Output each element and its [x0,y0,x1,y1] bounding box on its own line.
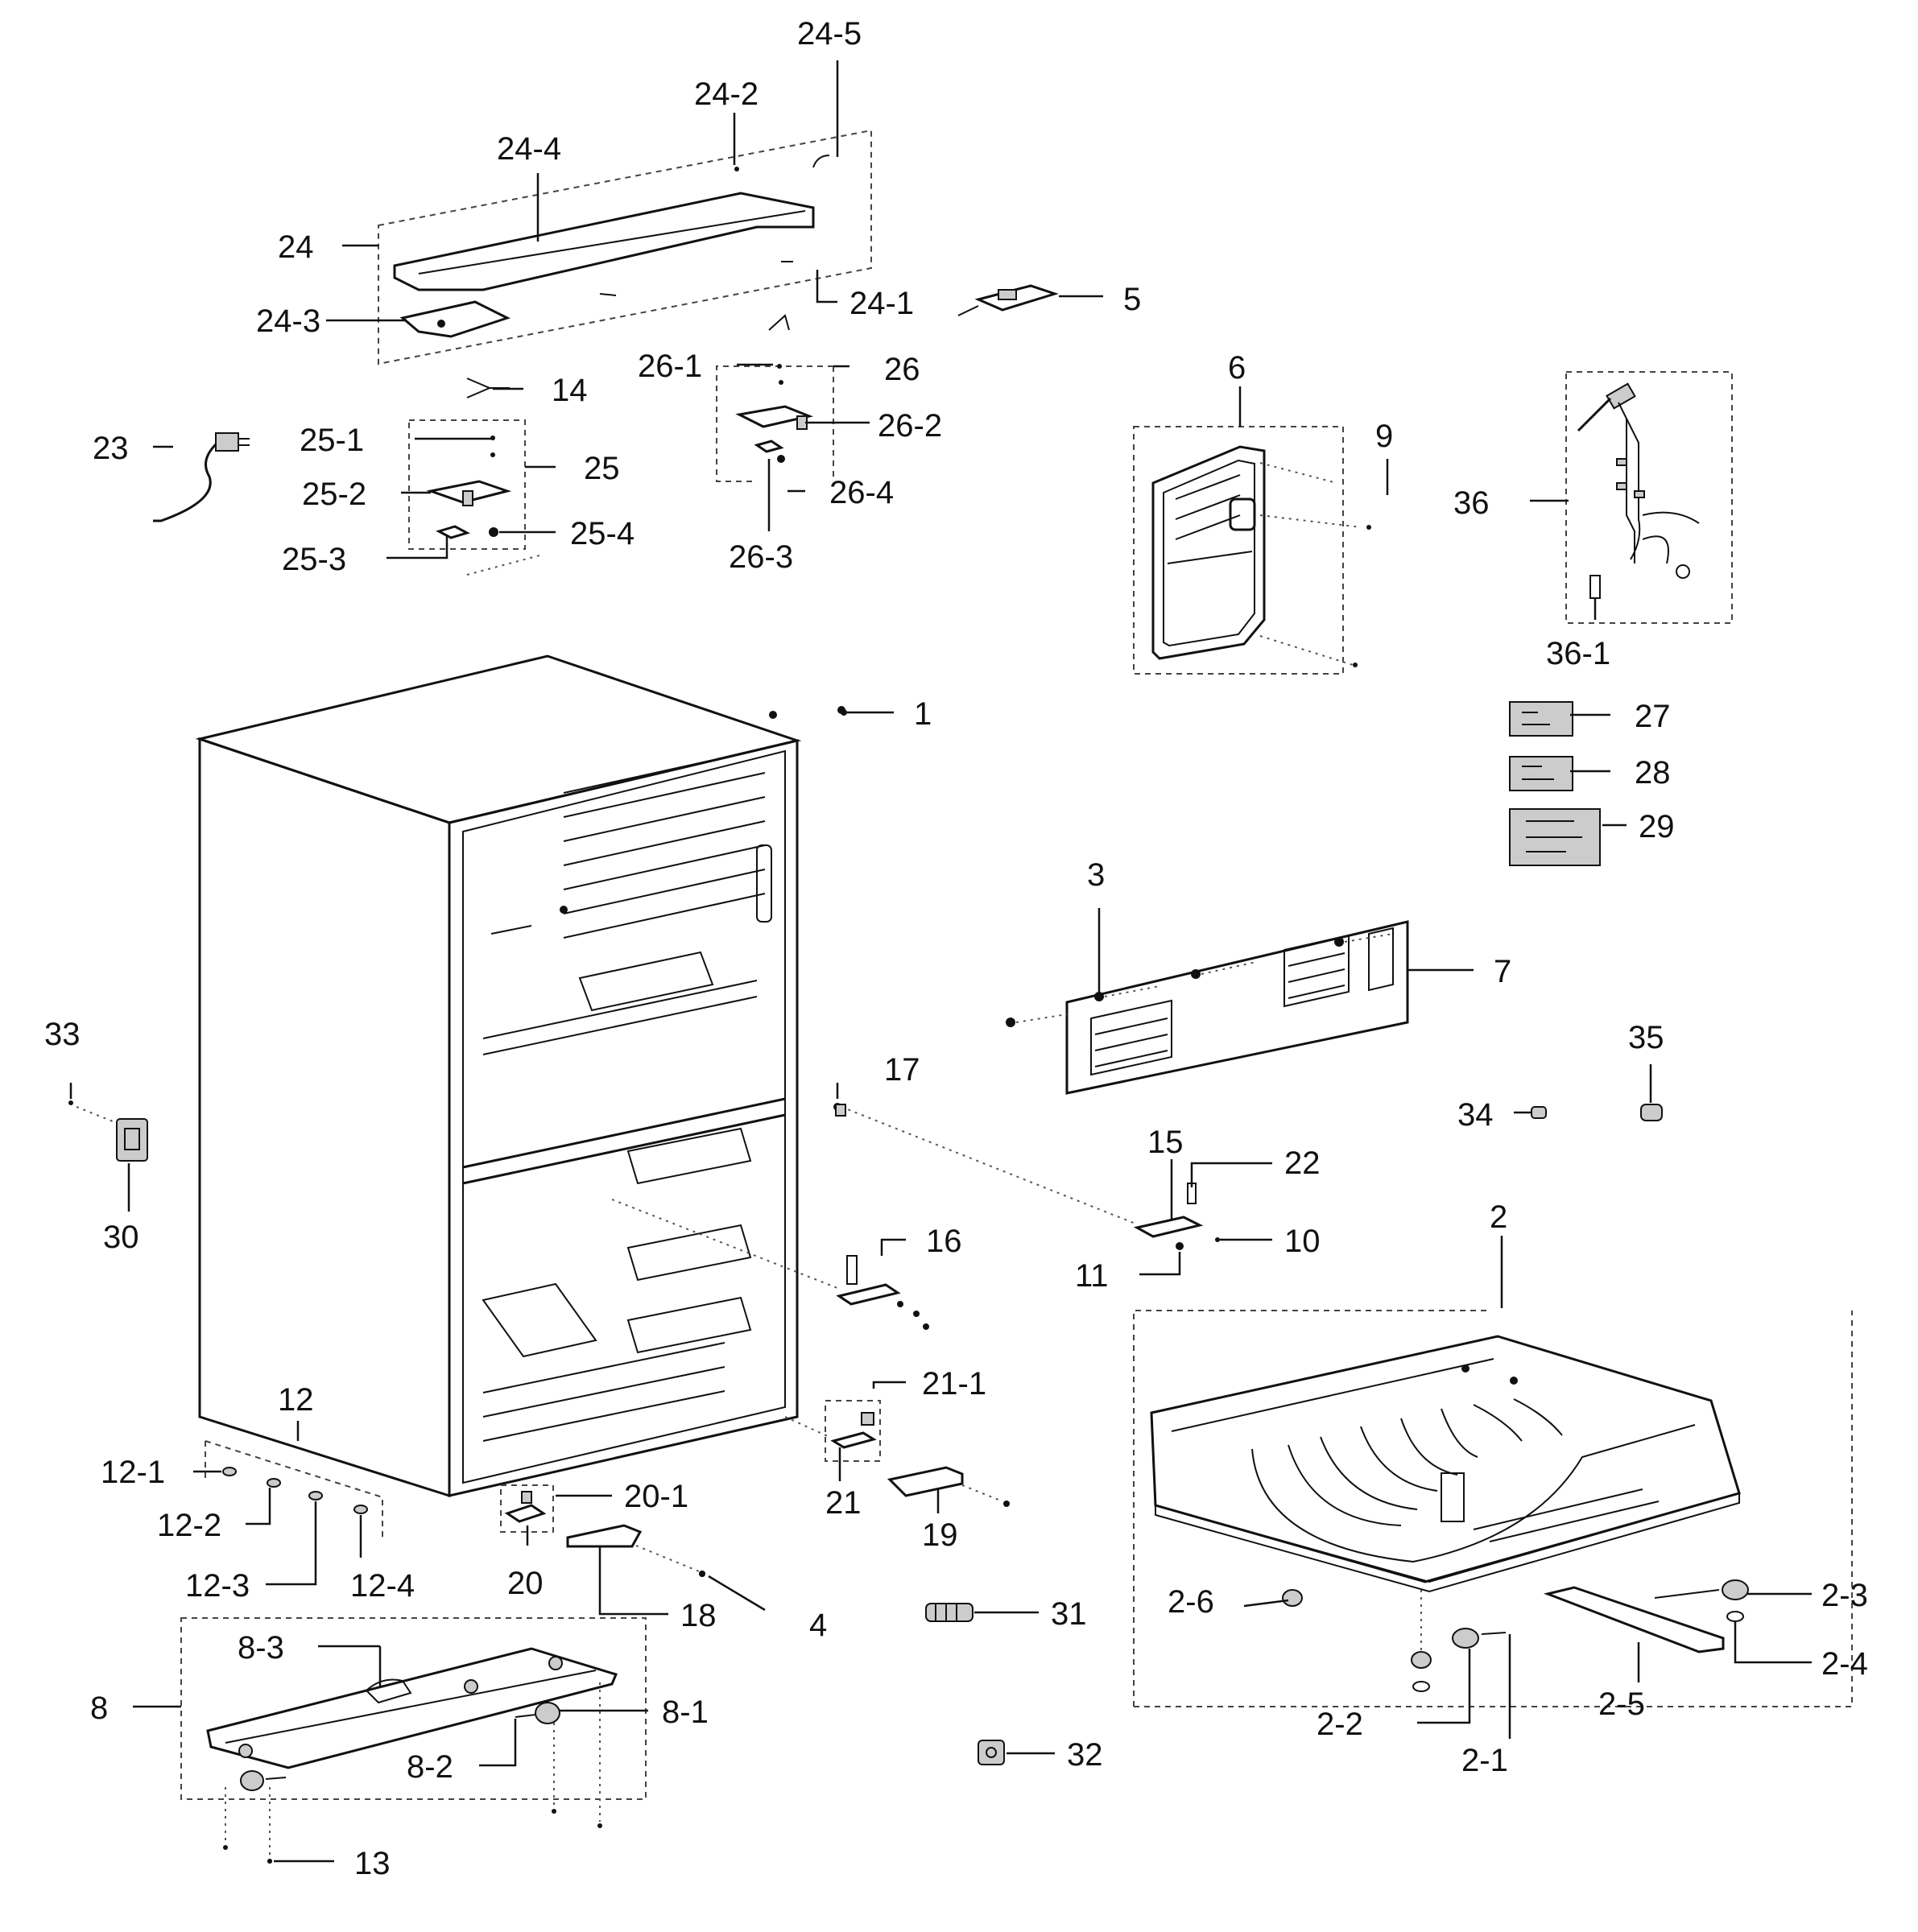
label-8: 8 [90,1690,108,1726]
label-24-2: 24-2 [694,76,759,112]
label-2-4: 2-4 [1821,1646,1868,1682]
label-24-4: 24-4 [497,131,561,167]
label-2-1: 2-1 [1461,1743,1508,1778]
rear-panel-7 [1006,920,1409,1095]
top-hinge [957,284,1059,316]
label-2-6: 2-6 [1168,1584,1214,1620]
label-12-3: 12-3 [185,1568,250,1604]
screw-13 [267,1859,272,1864]
freezer-drawer-2 [1133,1310,1853,1707]
label-10: 10 [1284,1224,1321,1259]
label-8-3: 8-3 [238,1630,284,1666]
label-2: 2 [1490,1199,1507,1235]
hinge-21 [784,1400,881,1462]
label-13: 13 [354,1846,391,1881]
label-5: 5 [1123,282,1141,317]
label-12: 12 [278,1382,314,1418]
label-22: 22 [1284,1146,1321,1181]
label-26-3: 26-3 [729,539,793,575]
label-24-1: 24-1 [849,286,914,321]
label-36-1: 36-1 [1546,636,1610,671]
label-35: 35 [1628,1020,1664,1055]
hinge-assembly-25 [408,419,540,576]
label-7: 7 [1494,954,1511,989]
label-14: 14 [552,373,588,408]
top-cover-assembly [378,129,872,365]
panel-cover-6 [1133,426,1371,675]
callout-labels: 24-5 24-2 24-4 24 24-1 24-3 5 14 26-1 26… [44,16,1868,1881]
label-26-2: 26-2 [878,408,942,444]
label-2-3: 2-3 [1821,1578,1868,1613]
label-27: 27 [1635,699,1671,734]
label-36: 36 [1453,485,1490,521]
label-26: 26 [884,352,920,387]
label-18: 18 [680,1598,717,1633]
power-cord [153,432,250,522]
label-8-1: 8-1 [662,1695,709,1730]
label-15: 15 [1147,1125,1184,1160]
label-31: 31 [1051,1596,1087,1632]
hinge-16 [611,1199,929,1330]
label-19: 19 [922,1517,958,1553]
part-31 [925,1603,973,1622]
label-2-5: 2-5 [1598,1686,1645,1722]
label-21: 21 [825,1485,862,1521]
screw-4 [699,1571,705,1577]
label-28: 28 [1635,755,1671,791]
leveling-set-12 [205,1440,383,1542]
bracket-18 [566,1524,705,1577]
label-3: 3 [1087,857,1105,893]
base-assembly-8 [180,1617,647,1864]
cap-34 [1531,1106,1547,1119]
label-6: 6 [1228,350,1246,386]
label-9: 9 [1375,419,1393,454]
pcb-boards [1509,701,1601,866]
label-25-3: 25-3 [282,542,346,577]
label-24-3: 24-3 [256,303,320,339]
leader-lines [69,60,1812,1863]
label-12-4: 12-4 [350,1568,415,1604]
label-2-2: 2-2 [1317,1707,1363,1742]
label-12-2: 12-2 [157,1508,221,1543]
label-25-2: 25-2 [302,477,366,512]
part-17 [835,1104,846,1117]
part-32 [978,1740,1005,1765]
label-8-2: 8-2 [407,1749,453,1785]
label-29: 29 [1639,809,1675,844]
label-33: 33 [44,1017,81,1052]
cabinet-body [195,654,845,1498]
wire-harness-36 [1565,371,1733,624]
hinge-19 [887,1466,1010,1507]
label-25-1: 25-1 [300,423,364,458]
drawer-parts [1282,1579,1749,1692]
label-32: 32 [1067,1737,1103,1773]
label-25: 25 [584,451,620,486]
label-16: 16 [926,1224,962,1259]
label-4: 4 [809,1608,827,1643]
label-11: 11 [1075,1258,1109,1294]
part-30 [76,1106,148,1162]
label-20-1: 20-1 [624,1479,688,1514]
label-26-4: 26-4 [829,475,894,510]
label-34: 34 [1457,1097,1494,1133]
label-24-5: 24-5 [797,16,862,52]
label-21-1: 21-1 [922,1366,986,1402]
label-23: 23 [93,431,129,466]
screw-1 [841,709,847,716]
label-30: 30 [103,1220,139,1255]
label-25-4: 25-4 [570,516,635,551]
label-26-1: 26-1 [638,349,702,384]
label-20: 20 [507,1566,544,1601]
screw-33 [68,1100,73,1105]
fitting-35 [1640,1104,1663,1121]
label-1: 1 [914,696,932,732]
label-17: 17 [884,1052,920,1088]
label-24: 24 [278,229,314,265]
label-12-1: 12-1 [101,1455,165,1490]
hinge-20 [500,1484,554,1533]
